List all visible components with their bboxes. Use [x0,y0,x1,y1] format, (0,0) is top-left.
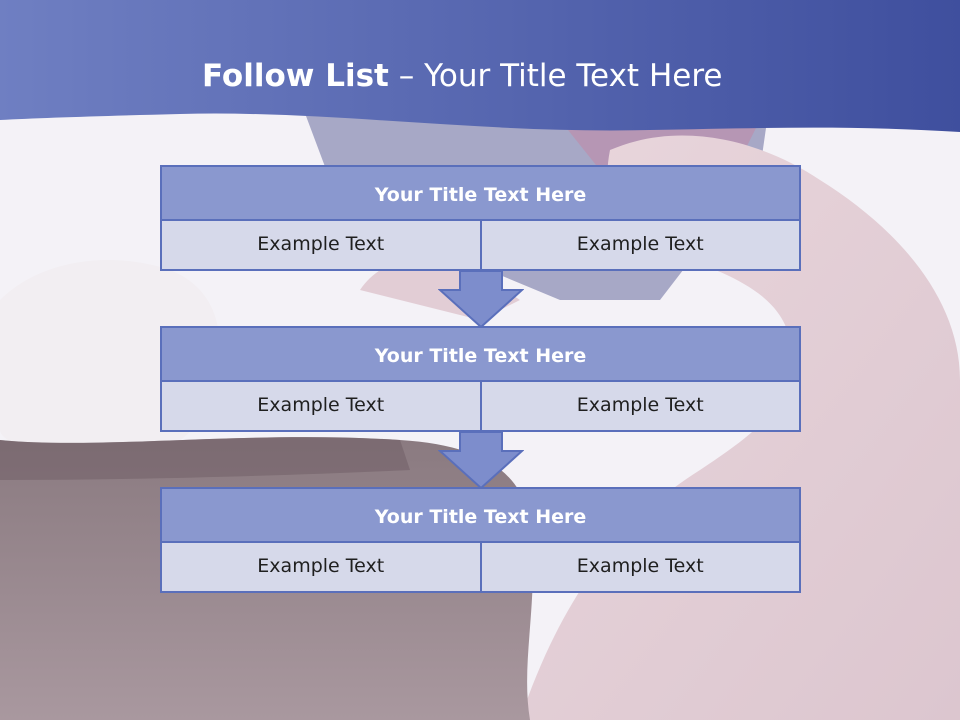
block-row: Example Text Example Text [160,382,801,432]
follow-list-block-1: Your Title Text Here Example Text Exampl… [160,165,801,271]
down-arrow-icon [438,431,524,489]
block-cell-left: Example Text [160,221,482,271]
block-cell-right: Example Text [481,221,801,271]
block-title: Your Title Text Here [160,165,801,221]
block-cell-right: Example Text [481,543,801,593]
follow-list-block-2: Your Title Text Here Example Text Exampl… [160,326,801,432]
down-arrow-icon [438,270,524,328]
slide-title-rest: – Your Title Text Here [388,58,723,94]
block-title: Your Title Text Here [160,487,801,543]
follow-list-block-3: Your Title Text Here Example Text Exampl… [160,487,801,593]
block-row: Example Text Example Text [160,221,801,271]
slide-title-bold: Follow List [202,58,389,94]
block-title: Your Title Text Here [160,326,801,382]
slide-title: Follow List – Your Title Text Here [202,56,722,96]
block-cell-left: Example Text [160,543,482,593]
block-cell-left: Example Text [160,382,482,432]
block-cell-right: Example Text [481,382,801,432]
block-row: Example Text Example Text [160,543,801,593]
